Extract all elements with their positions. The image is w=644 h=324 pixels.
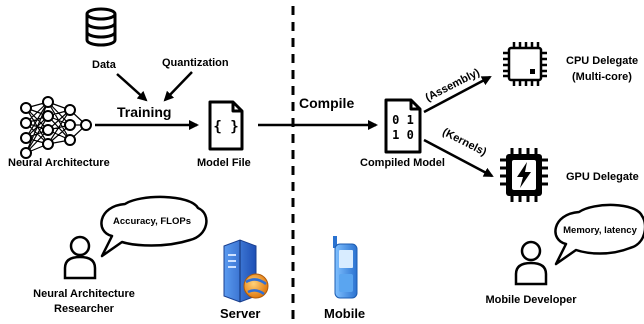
kernels-arrow	[423, 138, 494, 178]
developer-person-icon	[514, 240, 548, 286]
cpu-chip-icon	[503, 42, 547, 86]
json-file-icon: { }	[208, 100, 244, 151]
developer-bubble-text: Memory, latency	[563, 225, 637, 236]
compile-label: Compile	[299, 95, 354, 111]
model-file-label: Model File	[197, 157, 251, 169]
server-icon	[223, 239, 269, 303]
model-file-glyph: { }	[213, 119, 238, 135]
database-icon	[85, 7, 117, 47]
training-label: Training	[117, 104, 171, 120]
researcher-speech-bubble-icon: Accuracy, FLOPs	[100, 195, 208, 258]
cpu-delegate-label: CPU Delegate	[566, 55, 638, 67]
neural-architecture-label: Neural Architecture	[8, 157, 110, 169]
server-label: Server	[220, 306, 260, 321]
researcher-label-line1: Neural Architecture	[33, 288, 135, 300]
neural-network-icon	[20, 96, 92, 159]
quantization-arrow	[163, 71, 193, 102]
quantization-label: Quantization	[162, 57, 229, 69]
cpu-delegate-sublabel: (Multi-core)	[572, 71, 632, 83]
mobile-label: Mobile	[324, 306, 365, 321]
researcher-bubble-text: Accuracy, FLOPs	[113, 216, 191, 227]
compiled-glyph-row2: 1 0	[392, 128, 414, 142]
data-label: Data	[92, 59, 117, 71]
researcher-person-icon	[63, 235, 97, 280]
assembly-arrow	[423, 75, 492, 114]
compiled-model-label: Compiled Model	[360, 157, 445, 169]
gpu-chip-icon	[500, 148, 548, 202]
mobile-phone-icon	[333, 236, 358, 299]
data-arrow	[116, 73, 148, 102]
developer-speech-bubble-icon: Memory, latency	[554, 203, 644, 266]
developer-label: Mobile Developer	[485, 294, 577, 306]
researcher-label-line2: Researcher	[54, 303, 115, 315]
gpu-delegate-label: GPU Delegate	[566, 171, 639, 183]
compiled-glyph-row1: 0 1	[392, 113, 414, 127]
binary-file-icon: 0 1 1 0	[384, 98, 422, 154]
